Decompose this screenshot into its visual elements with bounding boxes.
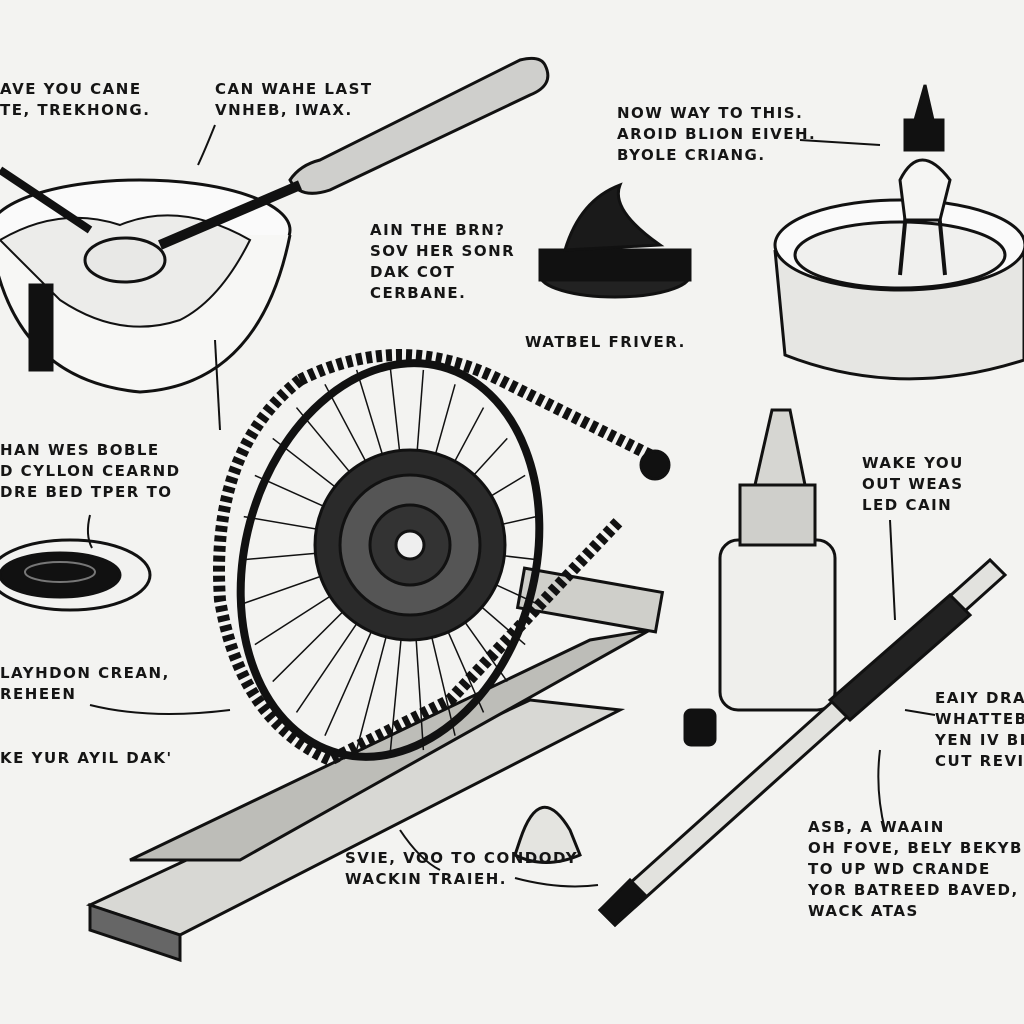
note-line: WHATTEB, [935,710,1024,728]
note-line: TO UP WD CRANDE [808,860,991,878]
oil-bottle-drawing [718,408,837,712]
left-mid-note: HAN WES BOBLE D CYLLON CEARND DRE BED TP… [0,440,181,503]
tin-note: NOW WAY TO THIS. AROID BLION EIVEH. BYOL… [617,103,816,166]
note-line: SVIE, VOO TO CONDODY [345,849,579,867]
note-line: SOV HER SONR [370,242,516,260]
note-line: REHEEN [0,685,77,703]
left-low-note: LAYHDON CREAN, REHEEN [0,663,170,705]
note-line: ASB, A WAAIN [808,818,945,836]
note-line: NOW WAY TO THIS. [617,104,804,122]
grease-jar-drawing [538,182,692,299]
right-bottom-note: ASB, A WAAIN OH FOVE, BELY BEKYB. TO UP … [808,817,1024,922]
note-line: OUT WEAS [862,475,964,493]
note-line: YOR BATREED BAVED, [808,881,1019,899]
wax-tin-drawing [773,84,1024,381]
base-note: SVIE, VOO TO CONDODY WACKIN TRAIEH. [345,848,578,890]
wooden-stand-drawing [85,566,665,963]
applicator-pen-drawing [597,557,1008,928]
pen-note: EAIY DRA WHATTEB, YEN IV BLT CUT REVI3 [935,688,1024,772]
chain-drawing [213,349,663,767]
note-line: TE, TREKHONG. [0,101,151,119]
note-line: WAKE YOU [862,454,964,472]
note-line: AVE YOU CANE [0,80,142,98]
cap-drawing [513,806,582,864]
bottle-note: WAKE YOU OUT WEAS LED CAIN [862,453,964,516]
note-line: BYOLE CRIANG. [617,146,766,164]
note-line: LED CAIN [862,496,953,514]
note-line: WATBEL FRIVER. [525,333,686,351]
nozzle-drawing [683,708,717,747]
note-line: KE YUR AYIL DAK' [0,749,173,767]
note-line: LAYHDON CREAN, [0,664,170,682]
wheel-drawing [236,359,544,761]
note-line: VNHEB, IWAX. [215,101,353,119]
note-line: YEN IV BLT [935,731,1024,749]
note-line: CUT REVI3 [935,752,1024,770]
bowl-note: AVE YOU CANE TE, TREKHONG. [0,79,150,121]
note-line: CERBANE. [370,284,467,302]
note-line: CAN WAHE LAST [215,80,373,98]
note-line: EAIY DRA [935,689,1024,707]
note-line: WACKIN TRAIEH. [345,870,507,888]
note-line: AROID BLION EIVEH. [617,125,817,143]
note-line: HAN WES BOBLE [0,441,160,459]
center-note: AIN THE BRN? SOV HER SONR DAK COT CERBAN… [370,220,515,304]
grease-dish-drawing [0,538,152,612]
note-line: DAK COT [370,263,456,281]
note-line: OH FOVE, BELY BEKYB. [808,839,1024,857]
note-line: D CYLLON CEARND [0,462,181,480]
left-bottom-note: KE YUR AYIL DAK' [0,748,173,769]
note-line: WACK ATAS [808,902,919,920]
note-line: AIN THE BRN? [370,221,506,239]
spoon-note: CAN WAHE LAST VNHEB, IWAX. [215,79,373,121]
note-line: DRE BED TPER TO [0,483,173,501]
grease-label: WATBEL FRIVER. [525,332,686,353]
spoon-drawing [0,56,550,284]
annotation-arrows [86,124,936,888]
